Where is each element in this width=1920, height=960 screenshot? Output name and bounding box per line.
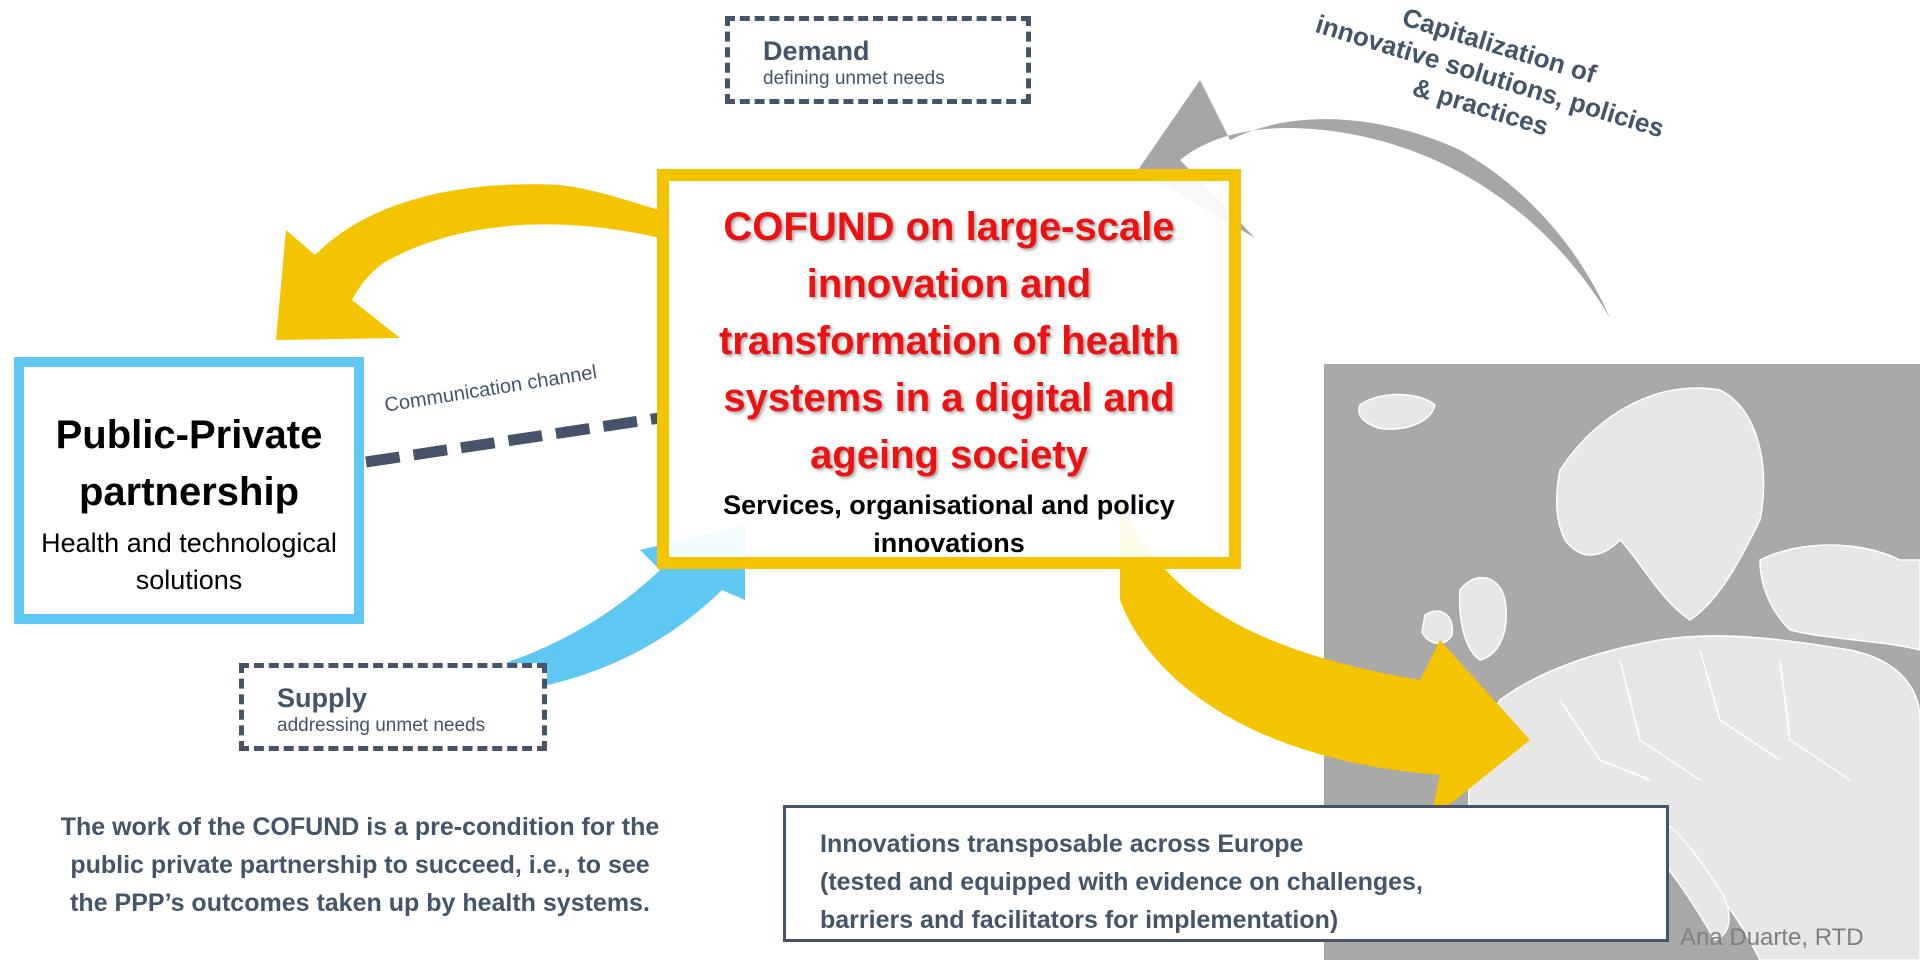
- demand-box: Demand defining unmet needs: [725, 16, 1031, 104]
- cofund-sub-line-2: innovations: [873, 528, 1025, 558]
- innovations-line-2: (tested and equipped with evidence on ch…: [820, 868, 1423, 896]
- cofund-box: COFUND on large-scale innovation and tra…: [657, 169, 1241, 569]
- innovations-box: Innovations transposable across Europe (…: [783, 805, 1669, 942]
- cofund-title-line: ageing society: [810, 433, 1088, 477]
- demand-title: Demand: [763, 36, 870, 66]
- ppp-box: Public-Private partnership Health and te…: [14, 357, 364, 624]
- cofund-title-line: COFUND on large-scale: [723, 205, 1175, 249]
- cofund-title-line: innovation and: [806, 262, 1092, 306]
- demand-subtitle: defining unmet needs: [763, 68, 945, 89]
- yellow-arrow-to-europe: [1120, 500, 1530, 820]
- ppp-title-line-2: partnership: [78, 470, 300, 514]
- supply-subtitle: addressing unmet needs: [277, 715, 486, 736]
- ppp-sub-line-2: solutions: [135, 565, 243, 595]
- supply-title: Supply: [277, 683, 368, 713]
- ppp-sub-line-1: Health and technological: [41, 528, 337, 558]
- communication-channel-line: [365, 412, 661, 468]
- bottom-note-line-1: The work of the COFUND is a pre-conditio…: [60, 813, 660, 841]
- bottom-note: The work of the COFUND is a pre-conditio…: [30, 808, 690, 922]
- bottom-note-line-2: public private partnership to succeed, i…: [70, 851, 650, 879]
- cofund-title-line: systems in a digital and: [723, 376, 1175, 420]
- innovations-line-3: barriers and facilitators for implementa…: [820, 906, 1339, 934]
- cofund-subtitle: Services, organisational and policy inno…: [669, 486, 1229, 562]
- cofund-sub-line-1: Services, organisational and policy: [723, 490, 1175, 520]
- cofund-title: COFUND on large-scale innovation and tra…: [669, 199, 1229, 484]
- yellow-arrow-to-ppp: [276, 184, 660, 340]
- capitalization-arrow: [1138, 80, 1610, 318]
- ppp-subtitle: Health and technological solutions: [24, 525, 354, 599]
- supply-box: Supply addressing unmet needs: [239, 663, 547, 751]
- ppp-title: Public-Private partnership: [24, 407, 354, 521]
- cofund-title-line: transformation of health: [718, 319, 1180, 363]
- author-credit: Ana Duarte, RTD: [1680, 924, 1864, 951]
- bottom-note-line-3: the PPP’s outcomes taken up by health sy…: [70, 889, 650, 917]
- ppp-title-line-1: Public-Private: [55, 413, 323, 457]
- innovations-line-1: Innovations transposable across Europe: [820, 830, 1304, 858]
